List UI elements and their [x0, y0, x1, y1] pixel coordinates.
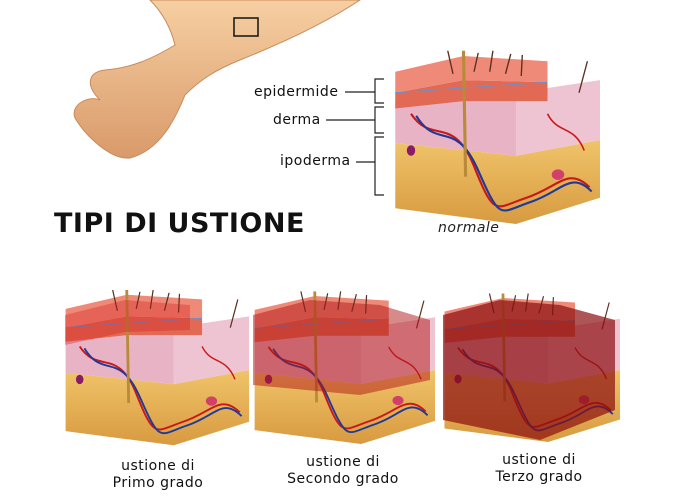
label-hypodermis: ipoderma [280, 153, 351, 169]
caption-second-degree: ustione di Secondo grado [263, 454, 423, 488]
page-title: TIPI DI USTIONE [54, 208, 305, 239]
caption-line: ustione di [502, 452, 576, 468]
normal-caption: normale [438, 220, 500, 236]
caption-line: Secondo grado [287, 471, 399, 487]
label-epidermis: epidermide [254, 84, 339, 100]
label-dermis: derma [273, 112, 321, 128]
normal-skin-block [393, 48, 600, 226]
layer-brackets [326, 78, 384, 196]
caption-third-degree: ustione di Terzo grado [459, 452, 619, 486]
caption-first-degree: ustione di Primo grado [78, 458, 238, 492]
skin-sample-marker [233, 17, 259, 37]
caption-line: Terzo grado [495, 469, 583, 485]
caption-line: Primo grado [112, 475, 204, 491]
caption-line: ustione di [121, 458, 195, 474]
caption-line: ustione di [306, 454, 380, 470]
arm [73, 0, 361, 159]
